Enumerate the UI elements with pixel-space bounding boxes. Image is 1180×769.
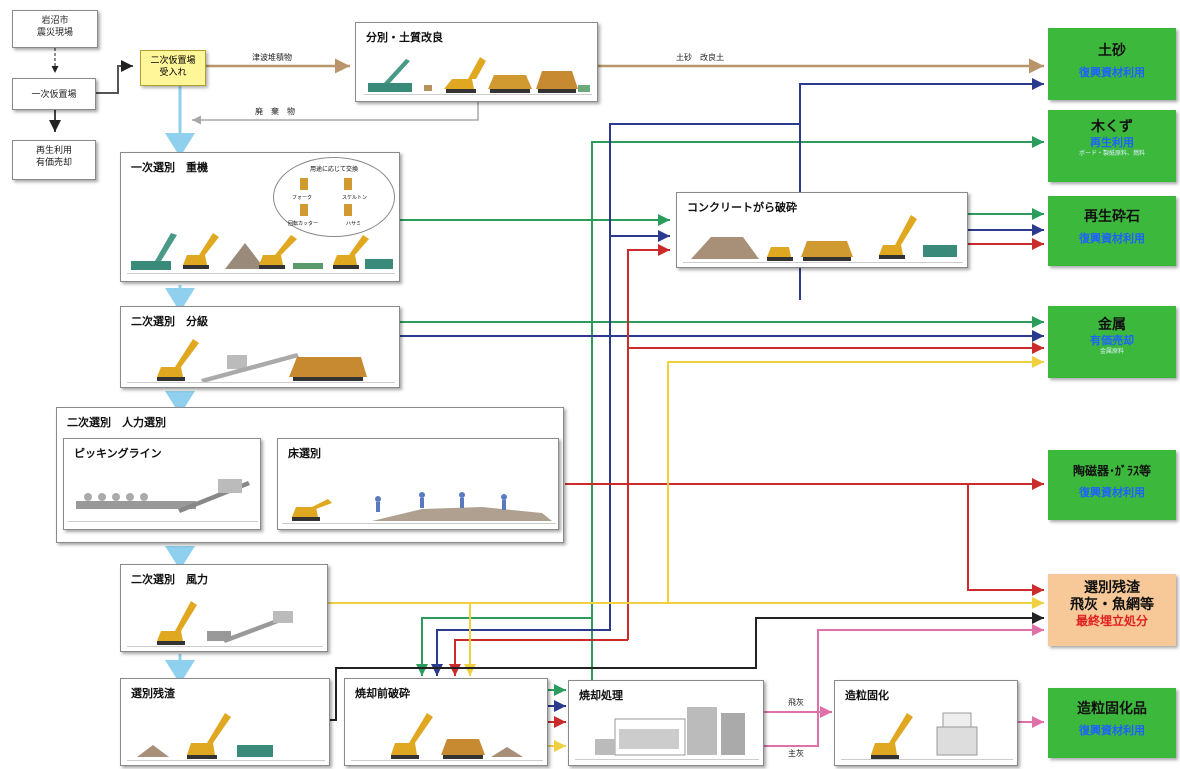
dest-metal-title: 金属 xyxy=(1098,317,1126,333)
sort2-wind-machines-icon xyxy=(127,601,323,647)
dest-landfill-title: 選別残渣 飛灰・魚網等 xyxy=(1070,580,1154,613)
arrow-waste xyxy=(192,102,479,125)
process-concrete-title: コンクリートがら破砕 xyxy=(687,201,797,214)
dest-wood-title: 木くず xyxy=(1091,119,1133,135)
concrete-machines-icon xyxy=(683,215,963,263)
subprocess-floor: 床選別 xyxy=(277,438,559,530)
process-sort2-class: 二次選別 分級 xyxy=(120,306,400,388)
yellow-lines xyxy=(328,356,1044,752)
source-primary-box: 一次仮置場 xyxy=(12,78,96,110)
sort2-class-machines-icon xyxy=(127,339,395,383)
label-tsunami: 津波堆積物 xyxy=(252,53,292,62)
source-city-box: 岩沼市 震災現場 xyxy=(12,10,98,48)
process-sort1-title: 一次選別 重機 xyxy=(131,161,208,174)
label-waste: 廃 棄 物 xyxy=(255,107,295,116)
dest-metal-note: 金属原料 xyxy=(1099,348,1124,355)
source-city-text: 岩沼市 震災現場 xyxy=(36,16,73,38)
dest-gravel: 再生砕石 復興資材利用 xyxy=(1048,196,1176,266)
process-incinerate: 焼却処理 xyxy=(568,680,764,766)
wood-lines xyxy=(400,136,1044,700)
attachment-tool-fork: フォーク xyxy=(292,195,313,201)
dest-ceramic-title: 陶磁器･ｶﾞﾗｽ等 xyxy=(1072,464,1151,478)
process-separation-title: 分別・土質改良 xyxy=(366,31,443,44)
dest-soil-title: 土砂 xyxy=(1098,43,1126,59)
process-precrush: 焼却前破砕 xyxy=(344,678,548,766)
dest-soil: 土砂 復興資材利用 xyxy=(1048,28,1176,100)
process-sort2-wind: 二次選別 風力 xyxy=(120,564,328,652)
attachment-callout: 用途に応じて交換 フォーク スケルトン 回転カッター ハサミ xyxy=(273,157,395,237)
dest-landfill: 選別残渣 飛灰・魚網等 最終埋立処分 xyxy=(1048,574,1176,646)
process-precrush-title: 焼却前破砕 xyxy=(355,687,410,700)
accept-box: 二次仮置場 受入れ xyxy=(140,50,206,86)
granulate-machines-icon xyxy=(841,712,1013,760)
label-mainash: 主灰 xyxy=(788,749,804,758)
subprocess-floor-title: 床選別 xyxy=(288,447,321,460)
process-sort2-class-title: 二次選別 分級 xyxy=(131,315,208,328)
process-sort2-manual: 二次選別 人力選別 ピッキングライン 床選別 xyxy=(56,407,564,543)
source-recycle-box: 再生利用 有価売却 xyxy=(12,140,96,180)
process-granulate: 造粒固化 xyxy=(834,680,1018,766)
dest-ceramic-sub: 復興資材利用 xyxy=(1079,486,1145,499)
dest-landfill-sub: 最終埋立処分 xyxy=(1075,614,1148,628)
subprocess-picking-title: ピッキングライン xyxy=(74,447,162,460)
dest-granulated: 造粒固化品 復興資材利用 xyxy=(1048,688,1176,758)
source-primary-text: 一次仮置場 xyxy=(31,90,77,100)
picking-line-icon xyxy=(68,479,258,522)
sort1-machines-icon xyxy=(127,233,395,274)
dest-granulated-sub: 復興資材利用 xyxy=(1079,724,1145,737)
dest-wood-note: ボード・製紙原料、燃料 xyxy=(1078,150,1145,157)
dest-wood: 木くず 再生利用 ボード・製紙原料、燃料 xyxy=(1048,110,1176,182)
floor-sorting-icon xyxy=(282,492,556,524)
process-separation: 分別・土質改良 xyxy=(355,22,598,102)
red-lines xyxy=(449,238,1044,728)
dest-metal-sub: 有価売却 xyxy=(1090,334,1134,347)
process-sort2-wind-title: 二次選別 風力 xyxy=(131,573,208,586)
attachment-note: 用途に応じて交換 xyxy=(309,166,358,173)
dest-granulated-title: 造粒固化品 xyxy=(1077,701,1147,717)
process-residue: 選別残渣 xyxy=(120,678,330,766)
black-line xyxy=(330,612,1044,721)
separation-machines-icon xyxy=(364,57,592,95)
process-incinerate-title: 焼却処理 xyxy=(579,689,623,702)
navy-lines xyxy=(400,78,1044,712)
attachment-tool-cutter: 回転カッター xyxy=(288,221,319,227)
process-granulate-title: 造粒固化 xyxy=(845,689,889,702)
source-recycle-text: 再生利用 有価売却 xyxy=(35,146,72,168)
attachment-tool-skeleton: スケルトン xyxy=(342,195,368,201)
accept-text: 二次仮置場 受入れ xyxy=(150,56,196,78)
subprocess-picking: ピッキングライン xyxy=(63,438,261,530)
process-sort2-manual-title: 二次選別 人力選別 xyxy=(67,416,166,429)
pink-lines xyxy=(764,624,1044,747)
attachment-tools-icon xyxy=(300,178,352,216)
process-sort1: 一次選別 重機 用途に応じて交換 フォーク スケルトン 回転カッター ハサミ xyxy=(120,152,400,282)
process-residue-title: 選別残渣 xyxy=(131,687,175,700)
residue-machines-icon xyxy=(127,713,325,761)
label-soil: 土砂 改良土 xyxy=(676,53,724,62)
dest-gravel-title: 再生砕石 xyxy=(1084,209,1140,225)
dest-gravel-sub: 復興資材利用 xyxy=(1079,232,1145,245)
incinerator-icon xyxy=(575,707,759,760)
attachment-tool-scissors: ハサミ xyxy=(346,221,362,227)
label-flyash: 飛灰 xyxy=(788,698,804,707)
process-concrete: コンクリートがら破砕 xyxy=(676,192,968,268)
dest-ceramic: 陶磁器･ｶﾞﾗｽ等 復興資材利用 xyxy=(1048,450,1176,520)
dest-wood-sub: 再生利用 xyxy=(1090,136,1134,149)
dest-metal: 金属 有価売却 金属原料 xyxy=(1048,306,1176,378)
precrush-machines-icon xyxy=(351,713,543,761)
source-arrows xyxy=(49,48,133,132)
dest-soil-sub: 復興資材利用 xyxy=(1079,66,1145,79)
